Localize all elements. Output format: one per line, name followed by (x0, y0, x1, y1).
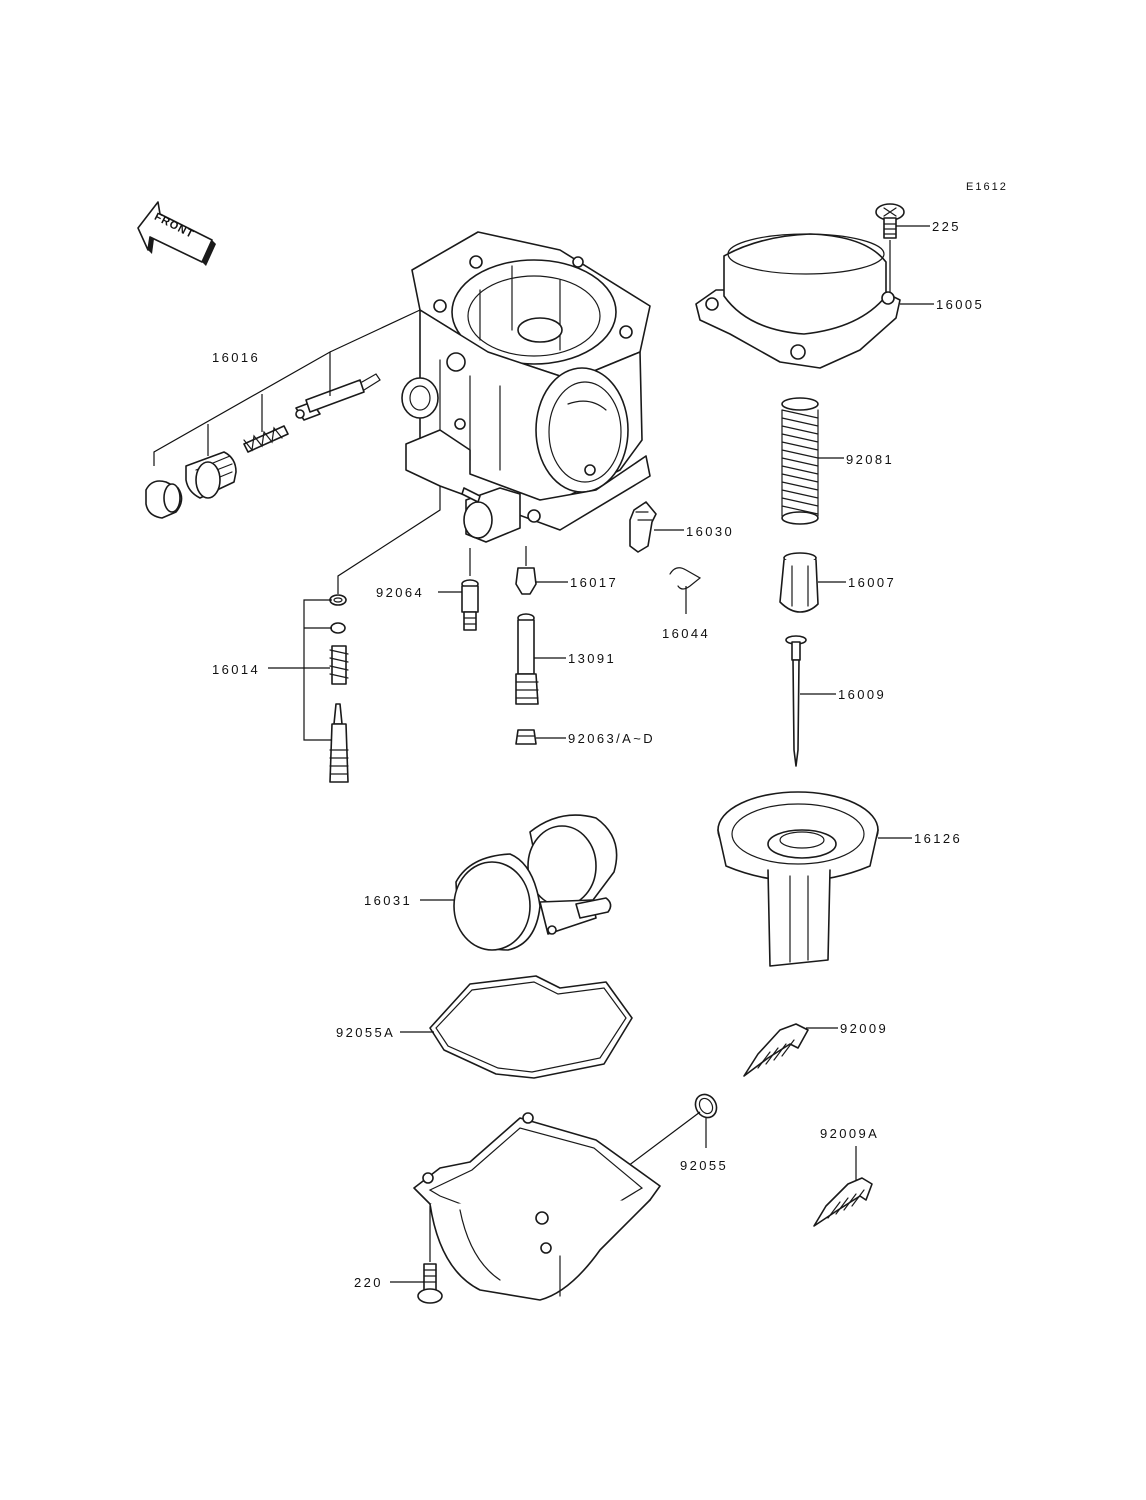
main-jet-92063 (515, 729, 566, 745)
front-arrow-icon: FRONT (137, 201, 216, 266)
label-16017: 16017 (570, 575, 618, 590)
jet-needle-16009 (785, 635, 836, 767)
label-92081: 92081 (846, 452, 894, 467)
float-valve-16030 (629, 501, 684, 553)
screw-92009 (743, 1023, 838, 1077)
label-16030: 16030 (686, 524, 734, 539)
clip-16044 (669, 567, 702, 614)
label-92064: 92064 (376, 585, 424, 600)
pilot-screw-16014 (268, 486, 441, 783)
diaphragm-slide-16126 (717, 791, 912, 967)
pilot-screw-assembly-16016 (145, 309, 421, 519)
label-225: 225 (932, 219, 961, 234)
top-cover-16005 (695, 233, 934, 369)
label-16126: 16126 (914, 831, 962, 846)
label-92063: 92063/A~D (568, 731, 655, 746)
carburetor-body (401, 231, 651, 543)
o-ring-92055 (619, 1093, 718, 1173)
screw-92009A (813, 1146, 873, 1227)
diagram-code: E1612 (966, 181, 1008, 193)
label-92009A: 92009A (820, 1126, 879, 1141)
screw-225 (875, 203, 930, 239)
label-16007: 16007 (848, 575, 896, 590)
float-assembly-16031 (420, 814, 618, 951)
label-16009: 16009 (838, 687, 886, 702)
label-220: 220 (354, 1275, 383, 1290)
label-16014: 16014 (212, 662, 260, 677)
screw-220 (390, 1206, 443, 1304)
label-92055A: 92055A (336, 1025, 395, 1040)
jet-92064 (438, 548, 479, 631)
label-92055: 92055 (680, 1158, 728, 1173)
jet-16017 (515, 546, 568, 595)
spring-92081 (781, 397, 844, 525)
gasket-92055A (400, 975, 633, 1079)
label-16005: 16005 (936, 297, 984, 312)
label-16031: 16031 (364, 893, 412, 908)
label-16044: 16044 (662, 626, 710, 641)
needle-holder-16007 (779, 552, 846, 613)
float-bowl (413, 1112, 661, 1301)
label-13091: 13091 (568, 651, 616, 666)
needle-jet-13091 (515, 613, 566, 705)
label-92009: 92009 (840, 1021, 888, 1036)
label-16016: 16016 (212, 350, 260, 365)
